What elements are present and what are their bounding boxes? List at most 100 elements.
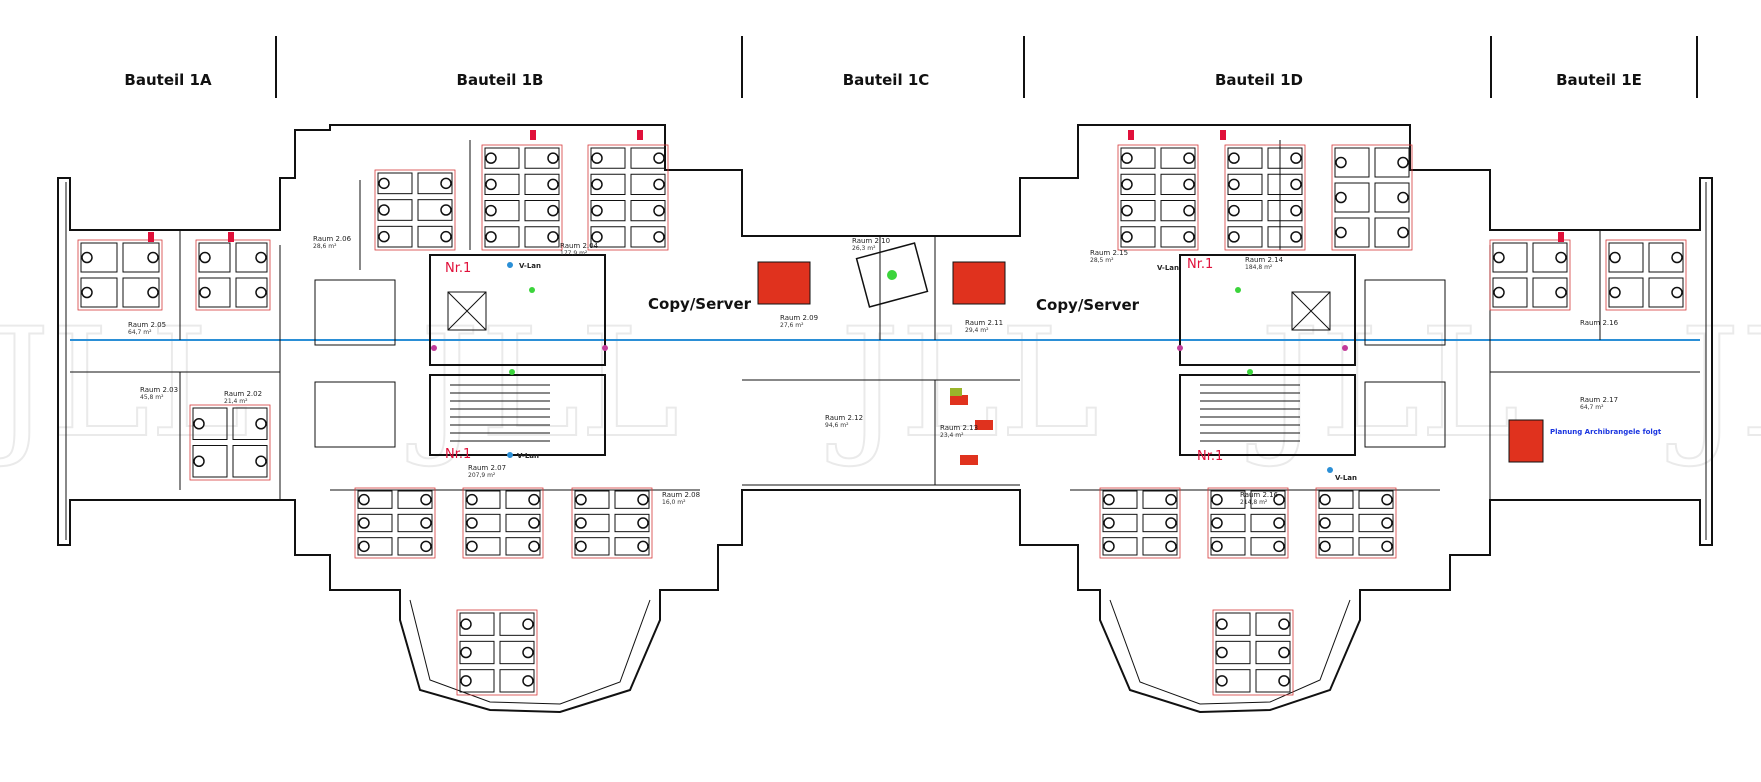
markers <box>148 130 1564 473</box>
desk <box>357 537 393 556</box>
chair <box>440 204 452 216</box>
chair <box>485 178 497 191</box>
chair <box>358 493 370 506</box>
workstation-cluster <box>1212 609 1294 696</box>
desk <box>377 199 413 221</box>
desk <box>1608 242 1644 273</box>
chair <box>1103 540 1115 553</box>
desk <box>1334 182 1370 213</box>
planning-note: Planung Archibrangele folgt <box>1550 428 1662 436</box>
chair <box>1273 493 1285 506</box>
chair <box>255 455 267 467</box>
chair <box>255 418 267 430</box>
desk <box>1102 490 1138 509</box>
nr-label-right-top: Nr.1 <box>1187 257 1213 272</box>
desk <box>1215 669 1251 693</box>
chair <box>1216 646 1228 659</box>
desk <box>505 490 541 509</box>
desk <box>1250 490 1286 509</box>
meeting-furniture <box>757 242 1544 465</box>
desk <box>1358 513 1394 533</box>
chair <box>440 230 452 243</box>
chair <box>1319 540 1331 553</box>
chair <box>485 231 497 243</box>
chair <box>1216 675 1228 687</box>
section-dividers <box>275 36 1698 98</box>
chair <box>378 177 390 190</box>
room-area-202: 21,4 m² <box>224 398 248 405</box>
desk <box>80 242 118 273</box>
chair <box>1183 231 1195 243</box>
section-labels: Bauteil 1A Bauteil 1B Bauteil 1C Bauteil… <box>124 71 1641 89</box>
chair <box>1211 540 1223 553</box>
chair <box>653 178 665 191</box>
chair <box>1335 226 1347 239</box>
desk <box>1250 513 1286 533</box>
watermark-text-1: JLL <box>0 297 249 471</box>
desk <box>484 147 520 169</box>
chair <box>193 418 205 430</box>
workstation-cluster <box>354 487 436 559</box>
chair <box>1609 251 1621 264</box>
desk <box>1318 490 1354 509</box>
desk <box>1255 612 1291 636</box>
chair <box>1273 540 1285 553</box>
chair <box>1290 204 1302 217</box>
desk <box>192 407 228 440</box>
desk <box>1160 147 1196 169</box>
room-area-215: 28,5 m² <box>1090 257 1114 264</box>
chair <box>1165 493 1177 506</box>
desk <box>1210 537 1246 556</box>
desk <box>1492 277 1528 308</box>
chair <box>637 540 649 553</box>
chair <box>1121 231 1133 243</box>
desk <box>499 640 535 665</box>
chair <box>575 493 587 506</box>
chair <box>199 251 211 264</box>
chair <box>1228 204 1240 217</box>
room-label-217: Raum 2.17 <box>1580 396 1618 404</box>
workstation-cluster <box>1207 487 1289 559</box>
workstation-cluster <box>374 169 456 251</box>
chair <box>1183 178 1195 191</box>
desk <box>1492 242 1528 273</box>
desk <box>1358 537 1394 556</box>
desk <box>459 612 495 636</box>
chair <box>1183 204 1195 217</box>
desk <box>1227 147 1263 169</box>
room-area-209: 27,6 m² <box>780 322 804 329</box>
desk <box>377 172 413 195</box>
desk <box>465 537 501 556</box>
vlan-label-2: V-Lan <box>517 452 539 460</box>
chair <box>378 204 390 216</box>
chair <box>1278 675 1290 687</box>
room-label-216b: Raum 2.16 <box>1580 319 1619 327</box>
desk <box>192 445 228 478</box>
workstation-cluster <box>1605 239 1687 311</box>
desk <box>1160 200 1196 222</box>
chair <box>1335 191 1347 204</box>
desk <box>459 640 495 665</box>
room-area-204: 177,9 m² <box>560 250 588 257</box>
desk <box>198 242 231 273</box>
desk <box>484 200 520 222</box>
chair <box>1381 493 1393 506</box>
chair <box>1228 231 1240 243</box>
chair <box>420 493 432 506</box>
chair <box>466 517 478 529</box>
desk <box>590 147 626 169</box>
desk <box>357 513 393 533</box>
chair <box>637 493 649 506</box>
desk <box>198 277 231 308</box>
chair <box>460 618 472 630</box>
desk <box>1608 277 1644 308</box>
nr-label-right-bottom: Nr.1 <box>1197 449 1223 464</box>
copy-server-label-left: Copy/Server <box>648 295 752 313</box>
desk <box>1142 513 1178 533</box>
workstation-cluster <box>587 144 669 251</box>
copy-server-labels: Copy/Server Copy/Server <box>648 295 1140 314</box>
chair <box>1290 152 1302 164</box>
desk <box>1267 226 1303 248</box>
room-area-206: 28,6 m² <box>313 243 337 250</box>
